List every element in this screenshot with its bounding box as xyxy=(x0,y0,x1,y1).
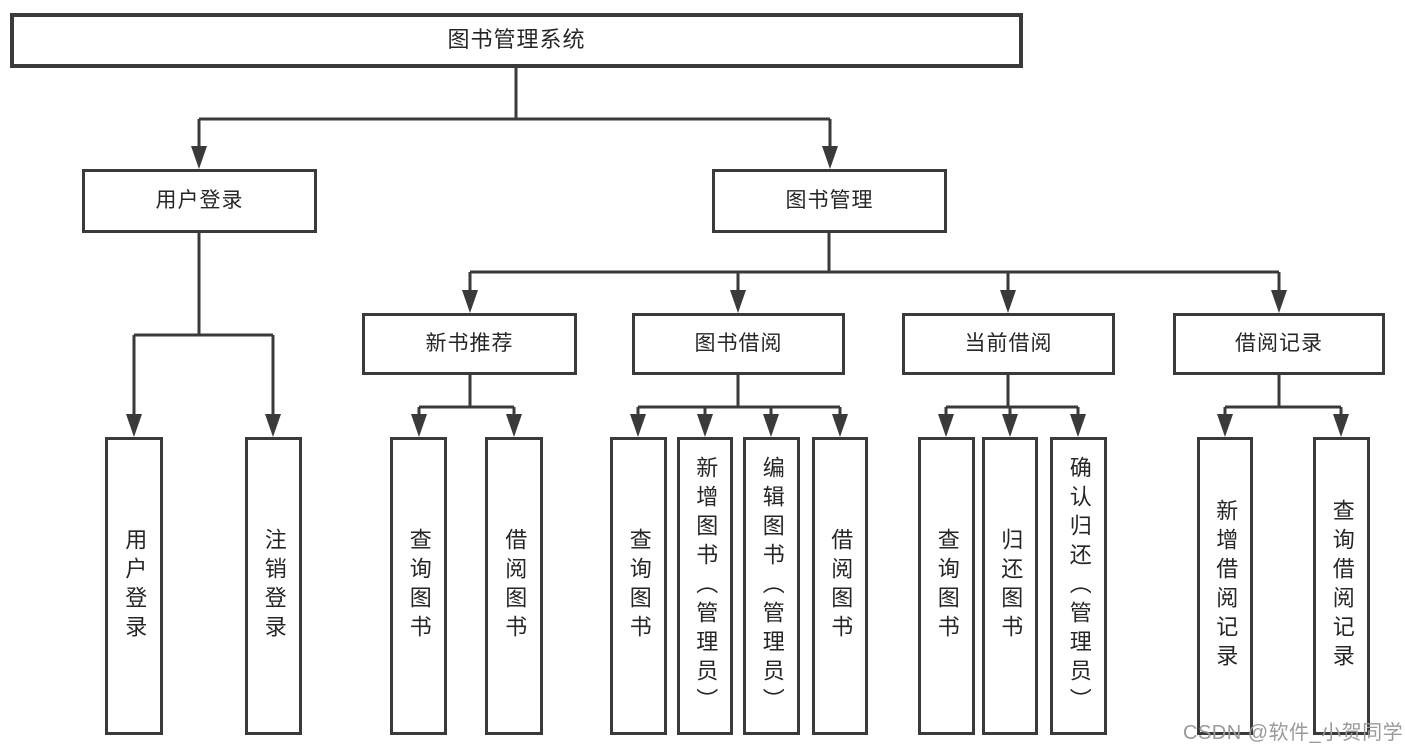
connector-branch-4 xyxy=(630,375,848,437)
arrowhead-icon xyxy=(832,414,848,437)
arrowhead-icon xyxy=(730,290,746,313)
node-book-borrowing: 图书借阅 xyxy=(632,313,845,375)
connector-branch-3 xyxy=(411,375,522,437)
arrowhead-icon xyxy=(697,414,713,437)
arrowhead-icon xyxy=(1070,414,1086,437)
arrowhead-icon xyxy=(1217,414,1233,437)
leaf-return-book: 归还图书 xyxy=(982,437,1038,735)
arrowhead-icon xyxy=(1000,290,1016,313)
watermark: CSDN @软件_小贺同学 xyxy=(1183,722,1404,744)
arrowhead-icon xyxy=(411,414,427,437)
leaf-edit-book-admin: 编辑图书（管理员） xyxy=(743,437,800,735)
connector-branch-0 xyxy=(191,68,838,169)
arrowhead-icon xyxy=(506,414,522,437)
leaf-borrow-books-recommend: 借阅图书 xyxy=(485,437,543,735)
connector-branch-1 xyxy=(126,233,281,437)
node-book-management: 图书管理 xyxy=(712,169,947,233)
arrowhead-icon xyxy=(938,414,954,437)
connector-branch-2 xyxy=(462,233,1287,313)
node-new-book-recommend: 新书推荐 xyxy=(362,313,577,375)
node-library-management-system: 图书管理系统 xyxy=(10,13,1023,68)
leaf-query-books-current: 查询图书 xyxy=(918,437,975,735)
leaf-add-book-admin: 新增图书（管理员） xyxy=(677,437,733,735)
arrowhead-icon xyxy=(763,414,779,437)
node-borrowing-records: 借阅记录 xyxy=(1173,313,1385,375)
leaf-user-login: 用户登录 xyxy=(105,437,163,735)
connector-branch-5 xyxy=(938,375,1086,437)
node-user-login: 用户登录 xyxy=(82,169,317,233)
arrowhead-icon xyxy=(1333,414,1349,437)
leaf-borrow-books-borrowing: 借阅图书 xyxy=(812,437,868,735)
arrowhead-icon xyxy=(630,414,646,437)
leaf-add-borrow-record: 新增借阅记录 xyxy=(1197,437,1253,735)
arrowhead-icon xyxy=(1271,290,1287,313)
leaf-query-books-recommend: 查询图书 xyxy=(390,437,447,735)
leaf-query-books-borrowing: 查询图书 xyxy=(610,437,667,735)
arrowhead-icon xyxy=(822,146,838,169)
arrowhead-icon xyxy=(126,414,142,437)
connector-branch-6 xyxy=(1217,375,1349,437)
leaf-query-borrow-record: 查询借阅记录 xyxy=(1313,437,1370,735)
leaf-confirm-return-admin: 确认归还（管理员） xyxy=(1050,437,1107,735)
arrowhead-icon xyxy=(462,290,478,313)
arrowhead-icon xyxy=(191,146,207,169)
node-current-borrowing: 当前借阅 xyxy=(902,313,1115,375)
leaf-logout: 注销登录 xyxy=(245,437,302,735)
arrowhead-icon xyxy=(1002,414,1018,437)
arrowhead-icon xyxy=(265,414,281,437)
